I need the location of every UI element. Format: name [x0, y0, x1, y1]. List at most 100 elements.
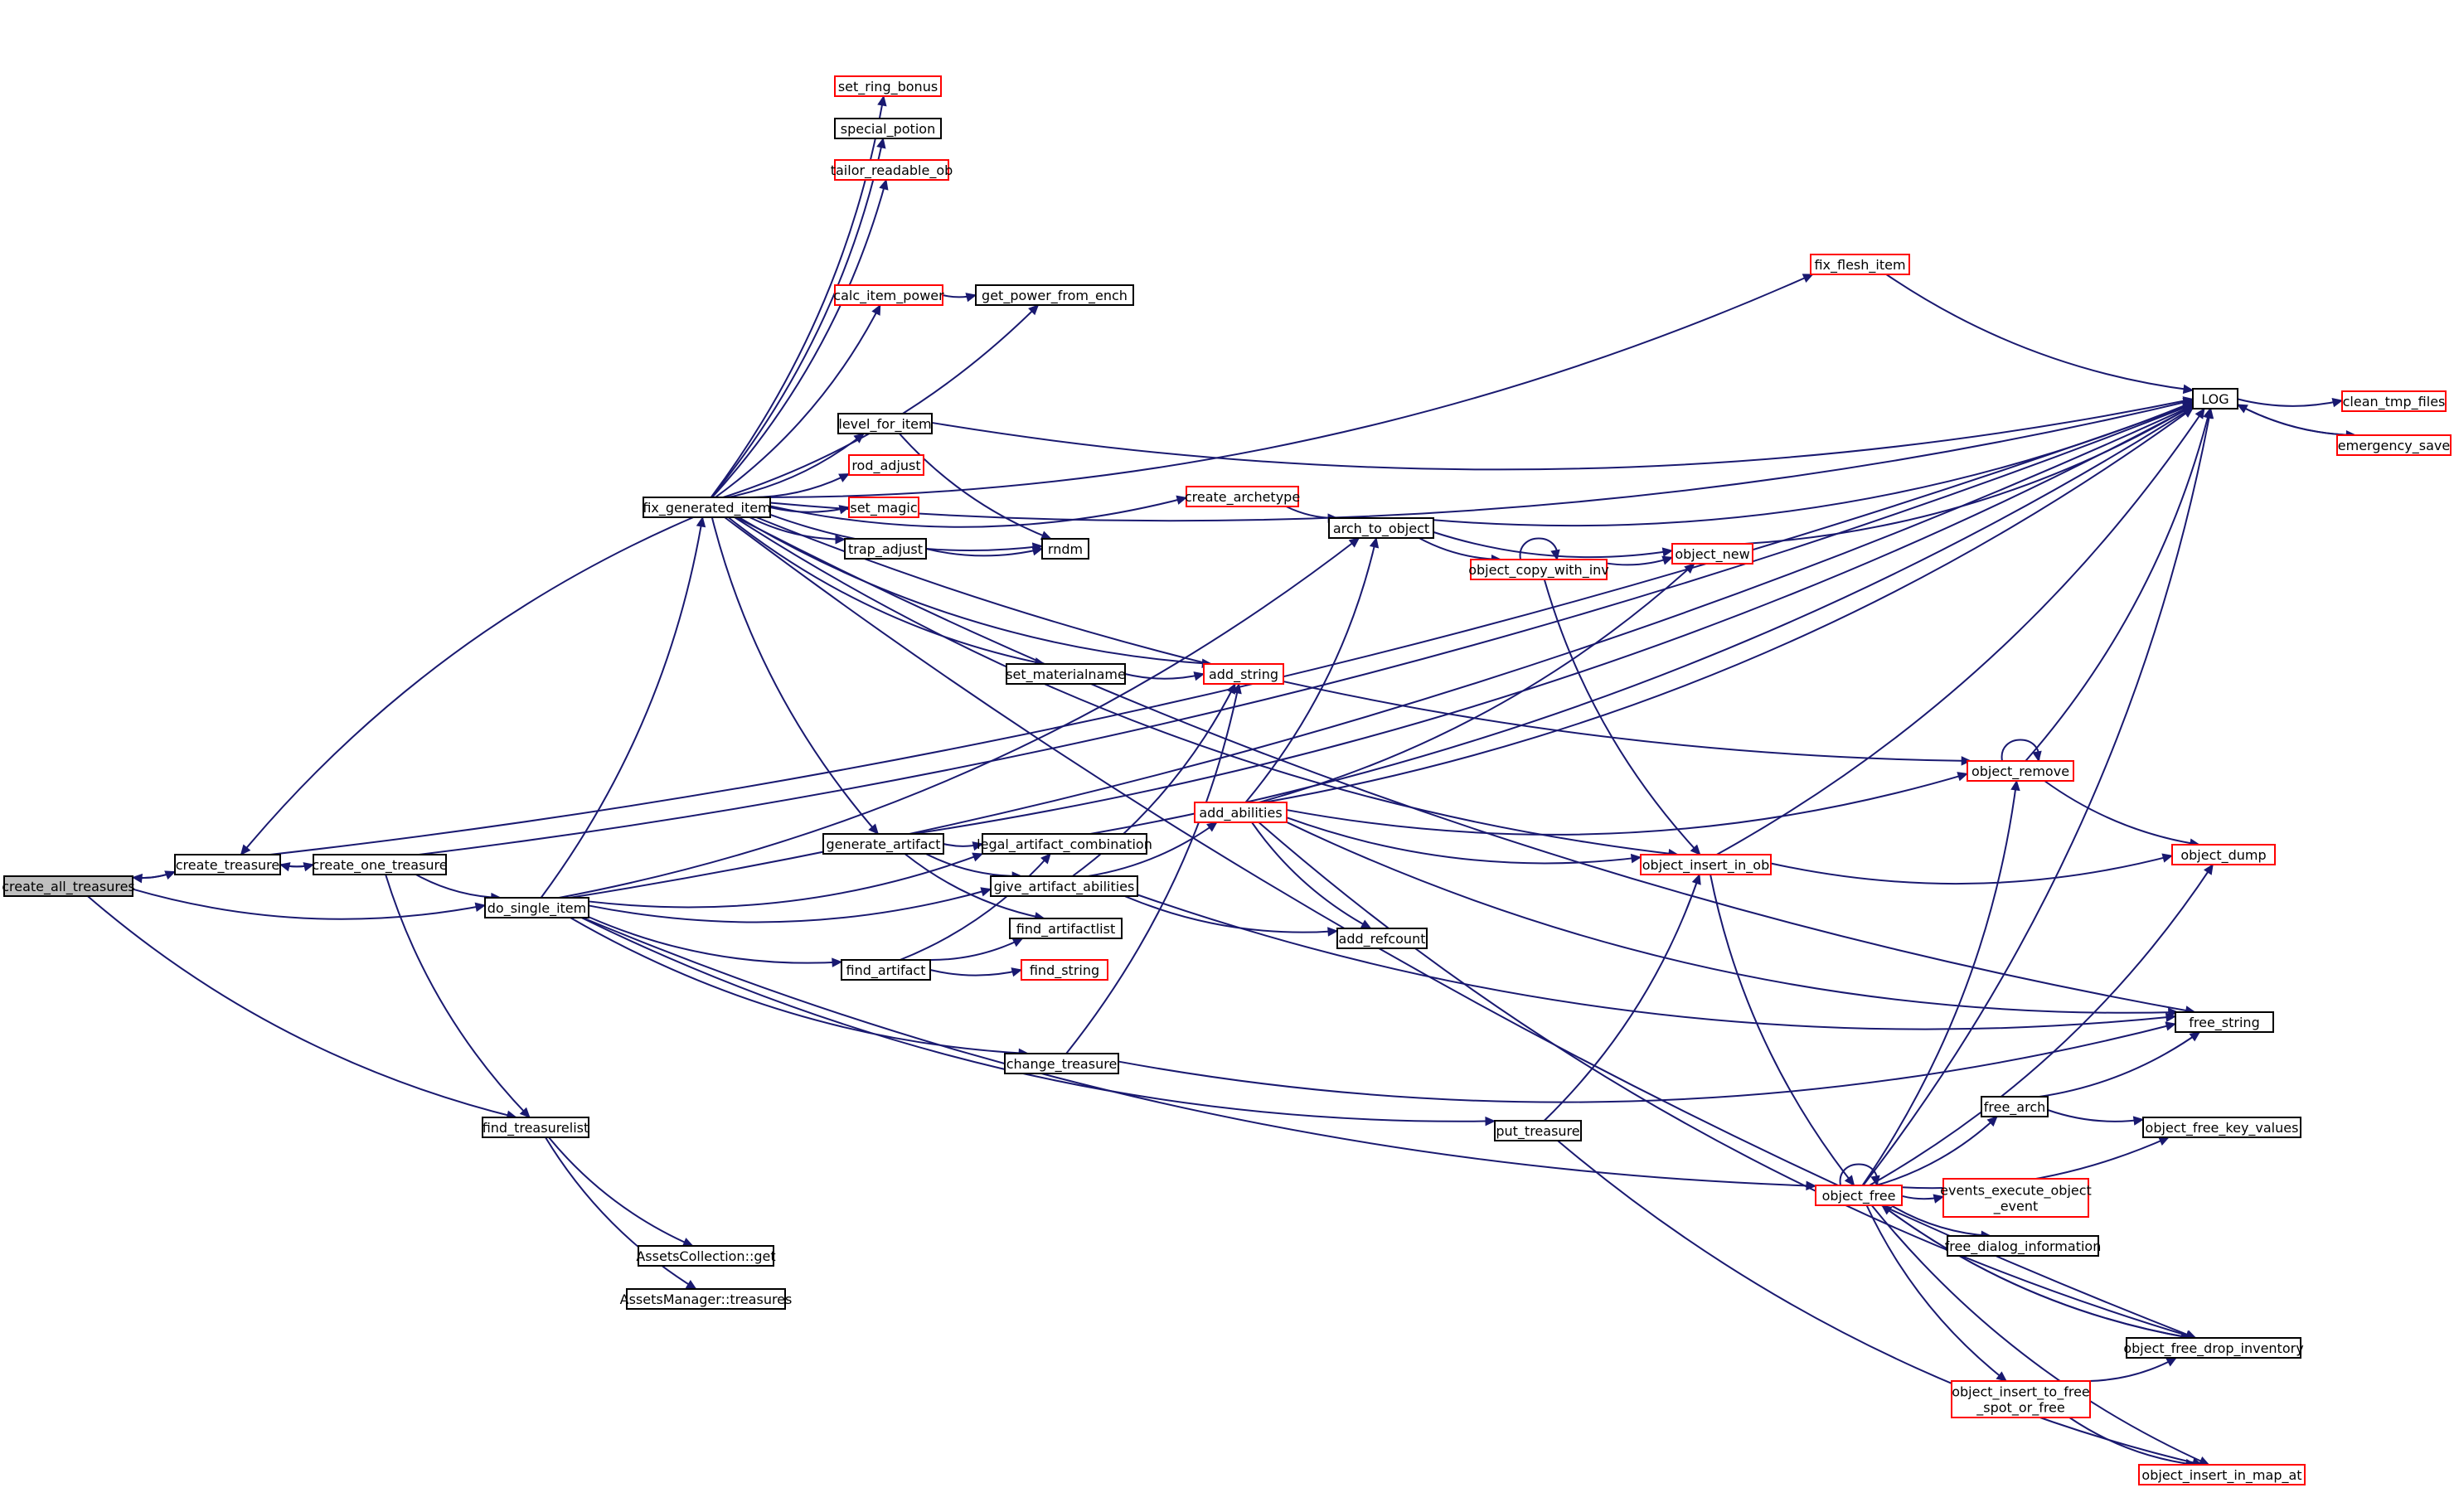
node-create-archetype[interactable]: create_archetype	[1185, 486, 1300, 507]
edge-find_artifact-to-find_artifactlist	[929, 938, 1023, 962]
node-label: object_remove	[1971, 763, 2069, 780]
node-set-ring-bonus[interactable]: set_ring_bonus	[834, 75, 942, 97]
edge-fix_generated_item-to-create_archetype	[769, 497, 1187, 528]
edge-add_abilities-to-object_remove-arrowhead	[1957, 772, 1969, 782]
node-rod-adjust[interactable]: rod_adjust	[848, 454, 924, 476]
node-add-string[interactable]: add_string	[1203, 663, 1284, 685]
node-label: set_ring_bonus	[838, 79, 938, 95]
node-label: find_artifactlist	[1016, 921, 1115, 938]
node-box	[844, 538, 927, 560]
node-label: object_insert_in_ob	[1642, 857, 1769, 874]
node-find-string[interactable]: find_string	[1021, 959, 1108, 981]
edge-add_abilities-to-free_string	[1286, 821, 2178, 1014]
node-set-materialname[interactable]: set_materialname	[1006, 663, 1126, 685]
node-label: AssetsManager::treasures	[620, 1292, 793, 1307]
node-label: fix_flesh_item	[1814, 257, 1905, 274]
node-do-single-item[interactable]: do_single_item	[484, 897, 589, 918]
node-label: object_copy_with_inv	[1468, 562, 1609, 579]
node-box	[313, 854, 447, 875]
edge-arch_to_object-to-object_copy_with_inv	[1419, 537, 1501, 560]
node-events-execute-object-event[interactable]: events_execute_object_event	[1940, 1178, 2092, 1218]
node-generate-artifact[interactable]: generate_artifact	[822, 833, 944, 855]
node-give-artifact-abilities[interactable]: give_artifact_abilities	[990, 875, 1138, 897]
node-box	[834, 75, 942, 97]
node-free-string[interactable]: free_string	[2175, 1011, 2274, 1033]
edge-object_copy_with_inv-to-object_new	[1606, 556, 1673, 566]
node-assets-manager-treasures[interactable]: AssetsManager::treasures	[620, 1288, 793, 1310]
edge-find_artifact-to-find_string-arrowhead	[1011, 967, 1023, 977]
edge-find_treasurelist-to-assets_collection_get	[548, 1136, 693, 1247]
node-trap-adjust[interactable]: trap_adjust	[844, 538, 927, 560]
node-special-potion[interactable]: special_potion	[834, 118, 942, 139]
node-create-treasure[interactable]: create_treasure	[174, 854, 281, 875]
node-assets-collection-get[interactable]: AssetsCollection::get	[636, 1245, 776, 1267]
node-box	[848, 454, 924, 476]
edge-do_single_item-to-fix_generated_item	[540, 516, 704, 899]
edge-find_artifact-to-find_artifactlist-arrowhead	[1011, 938, 1024, 947]
node-fix-flesh-item[interactable]: fix_flesh_item	[1810, 254, 1910, 275]
node-add-refcount[interactable]: add_refcount	[1336, 928, 1428, 949]
edge-create_one_treasure-to-log	[419, 403, 2194, 855]
edge-object_free-to-object_insert_in_map_at	[1870, 1204, 2209, 1466]
node-label: free_arch	[1984, 1099, 2046, 1116]
node-box	[1041, 538, 1089, 560]
node-get-power-from-ench[interactable]: get_power_from_ench	[975, 284, 1134, 306]
edge-object_copy_with_inv-to-object_copy_with_inv-arrowhead	[1550, 549, 1560, 561]
node-label: calc_item_power	[833, 288, 944, 304]
node-label: object_insert_to_free	[1952, 1384, 2090, 1401]
node-rndm[interactable]: rndm	[1041, 538, 1089, 560]
node-level-for-item[interactable]: level_for_item	[837, 413, 933, 434]
node-label: add_string	[1209, 666, 1278, 683]
node-label: find_string	[1030, 962, 1099, 979]
node-find-treasurelist[interactable]: find_treasurelist	[482, 1117, 589, 1138]
node-free-arch[interactable]: free_arch	[1981, 1096, 2049, 1117]
node-calc-item-power[interactable]: calc_item_power	[833, 284, 944, 306]
edge-fix_generated_item-to-level_for_item	[727, 433, 865, 498]
edge-fix_generated_item-to-create_treasure	[240, 516, 694, 855]
edge-change_treasure-to-free_string-arrowhead	[2165, 1021, 2177, 1031]
node-object-remove[interactable]: object_remove	[1967, 760, 2074, 782]
node-clean-tmp-files[interactable]: clean_tmp_files	[2341, 390, 2447, 412]
edge-find_treasurelist-to-assets_manager_treasures-arrowhead	[685, 1280, 697, 1290]
node-create-one-treasure[interactable]: create_one_treasure	[312, 854, 448, 875]
node-create-all-treasures[interactable]: create_all_treasures	[2, 875, 135, 897]
edge-add_abilities-to-object_insert_in_ob-arrowhead	[1630, 853, 1642, 864]
node-object-insert-to-free-spot-or-free[interactable]: object_insert_to_free_spot_or_free	[1951, 1380, 2091, 1418]
node-tailor-readable-ob[interactable]: tailor_readable_ob	[831, 159, 953, 181]
edge-change_treasure-to-add_string-arrowhead	[1232, 682, 1242, 695]
node-add-abilities[interactable]: add_abilities	[1194, 802, 1288, 823]
node-free-dialog-information[interactable]: free_dialog_information	[1945, 1235, 2102, 1257]
edge-level_for_item-to-rndm	[899, 433, 1052, 540]
node-legal-artifact-combination[interactable]: legal_artifact_combination	[977, 833, 1152, 855]
node-find-artifactlist[interactable]: find_artifactlist	[1009, 918, 1123, 939]
node-box	[1006, 663, 1126, 685]
node-object-new[interactable]: object_new	[1671, 543, 1753, 565]
node-change-treasure[interactable]: change_treasure	[1004, 1053, 1119, 1074]
node-box	[1942, 1178, 2089, 1218]
node-object-dump[interactable]: object_dump	[2171, 844, 2276, 865]
edge-give_artifact_abilities-to-add_abilities-arrowhead	[1206, 821, 1218, 832]
node-object-insert-in-ob[interactable]: object_insert_in_ob	[1640, 854, 1772, 875]
node-object-insert-in-map-at[interactable]: object_insert_in_map_at	[2138, 1464, 2306, 1485]
node-set-magic[interactable]: set_magic	[848, 497, 919, 518]
edge-fix_generated_item-to-log	[769, 399, 2194, 522]
node-emergency-save[interactable]: emergency_save	[2336, 434, 2452, 456]
node-put-treasure[interactable]: put_treasure	[1494, 1120, 1582, 1141]
node-find-artifact[interactable]: find_artifact	[841, 959, 931, 981]
nodes-layer: create_all_treasures create_treasure creat…	[2, 75, 2452, 1485]
node-fix-generated-item[interactable]: fix_generated_item	[643, 497, 771, 518]
node-log[interactable]: LOG	[2192, 388, 2238, 410]
edge-object_insert_in_ob-to-log-arrowhead	[2195, 407, 2205, 419]
node-object-free-drop-inventory[interactable]: object_free_drop_inventory	[2123, 1337, 2304, 1359]
edge-fix_generated_item-to-trap_adjust-arrowhead	[835, 534, 846, 545]
node-object-copy-with-inv[interactable]: object_copy_with_inv	[1468, 559, 1609, 580]
node-object-free-key-values[interactable]: object_free_key_values	[2142, 1117, 2301, 1138]
node-object-free[interactable]: object_free	[1815, 1185, 1903, 1206]
node-label: create_archetype	[1185, 489, 1300, 506]
edge-object_free-to-object_insert_to_free_spot_or_free	[1865, 1204, 2007, 1382]
edge-fix_generated_item-to-get_power_from_ench-arrowhead	[1028, 304, 1040, 316]
node-label: object_insert_in_map_at	[2141, 1467, 2301, 1484]
node-arch-to-object[interactable]: arch_to_object	[1328, 517, 1434, 539]
edge-add_abilities-to-free_string-arrowhead	[2168, 1007, 2179, 1018]
